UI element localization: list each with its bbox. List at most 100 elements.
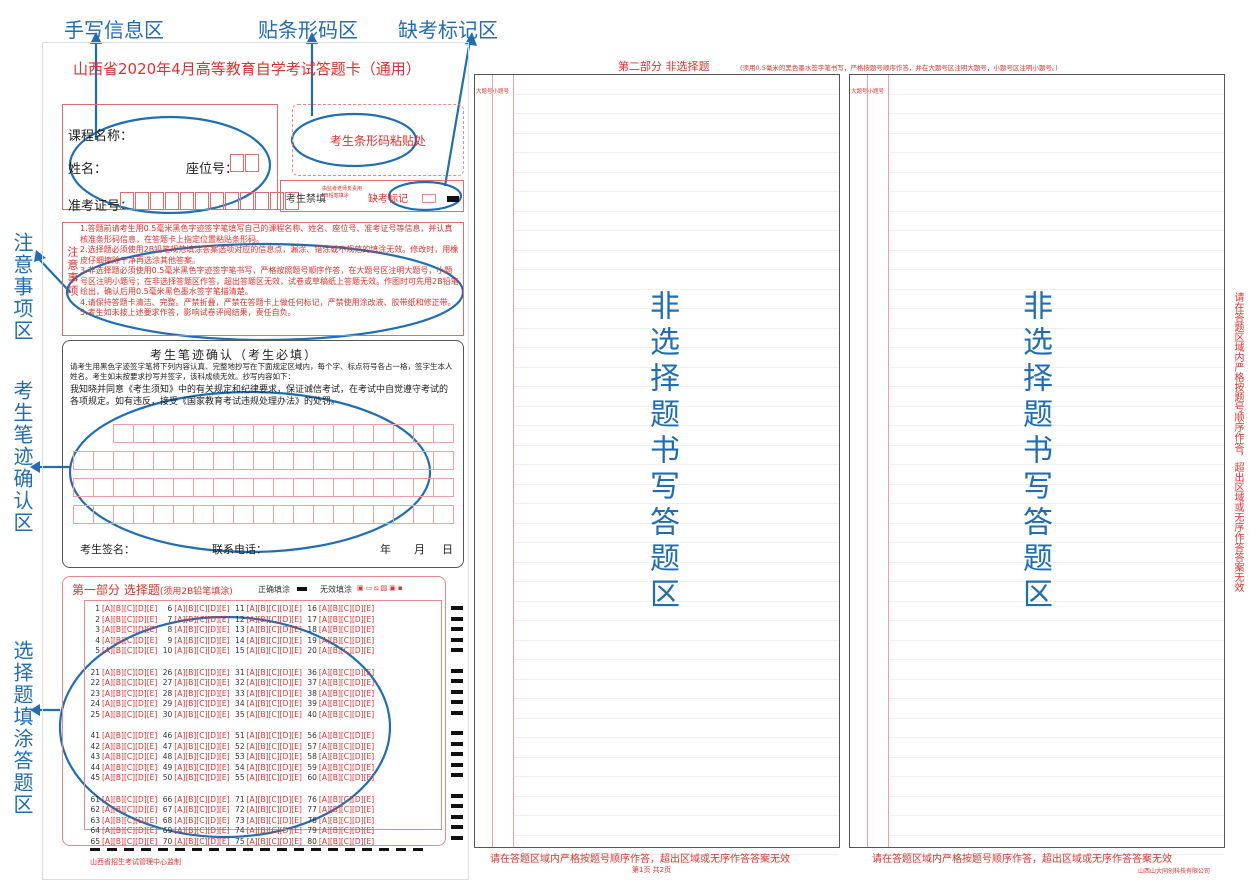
answer-options[interactable]: [A][B][C][D][E] bbox=[318, 815, 375, 825]
answer-options[interactable]: [A][B][C][D][E] bbox=[174, 625, 230, 634]
choice-row[interactable]: 61[A][B][C][D][E]66[A][B][C][D][E]71[A][… bbox=[88, 795, 448, 806]
answer-options[interactable]: [A][B][C][D][E] bbox=[174, 836, 230, 846]
choice-row[interactable]: 1[A][B][C][D][E]6[A][B][C][D][E]11[A][B]… bbox=[88, 604, 448, 615]
answer-options[interactable]: [A][B][C][D][E] bbox=[102, 667, 158, 677]
answer-options[interactable]: [A][B][C][D][E] bbox=[102, 688, 158, 698]
answer-options[interactable]: [A][B][C][D][E] bbox=[102, 678, 158, 687]
answer-options[interactable]: [A][B][C][D][E] bbox=[174, 699, 230, 708]
answer-options[interactable]: [A][B][C][D][E] bbox=[318, 826, 375, 835]
answer-options[interactable]: [A][B][C][D][E] bbox=[318, 762, 375, 772]
answer-options[interactable]: [A][B][C][D][E] bbox=[246, 815, 302, 825]
answer-options[interactable]: [A][B][C][D][E] bbox=[246, 688, 302, 698]
choice-row[interactable]: 24[A][B][C][D][E]29[A][B][C][D][E]34[A][… bbox=[88, 699, 448, 710]
answer-options[interactable]: [A][B][C][D][E] bbox=[174, 604, 230, 613]
answer-options[interactable]: [A][B][C][D][E] bbox=[102, 635, 158, 645]
choice-row[interactable]: 5[A][B][C][D][E]10[A][B][C][D][E]15[A][B… bbox=[88, 646, 448, 657]
choice-row[interactable]: 22[A][B][C][D][E]27[A][B][C][D][E]32[A][… bbox=[88, 678, 448, 689]
answer-options[interactable]: [A][B][C][D][E] bbox=[174, 646, 230, 655]
absent-mark-box[interactable] bbox=[422, 194, 436, 203]
answer-options[interactable]: [A][B][C][D][E] bbox=[318, 699, 375, 708]
answer-options[interactable]: [A][B][C][D][E] bbox=[102, 625, 158, 634]
answer-options[interactable]: [A][B][C][D][E] bbox=[174, 678, 230, 687]
answer-options[interactable]: [A][B][C][D][E] bbox=[318, 678, 375, 687]
answer-options[interactable]: [A][B][C][D][E] bbox=[102, 752, 158, 761]
answer-options[interactable]: [A][B][C][D][E] bbox=[318, 646, 375, 655]
answer-options[interactable]: [A][B][C][D][E] bbox=[102, 614, 158, 624]
answer-options[interactable]: [A][B][C][D][E] bbox=[246, 752, 302, 761]
answer-options[interactable]: [A][B][C][D][E] bbox=[174, 688, 230, 698]
answer-options[interactable]: [A][B][C][D][E] bbox=[102, 815, 158, 825]
answer-options[interactable]: [A][B][C][D][E] bbox=[102, 741, 158, 751]
answer-options[interactable]: [A][B][C][D][E] bbox=[102, 805, 158, 814]
choice-row[interactable]: 43[A][B][C][D][E]48[A][B][C][D][E]53[A][… bbox=[88, 752, 448, 763]
choice-row[interactable]: 2[A][B][C][D][E]7[A][B][C][D][E]12[A][B]… bbox=[88, 615, 448, 626]
answer-options[interactable]: [A][B][C][D][E] bbox=[174, 752, 230, 761]
answer-options[interactable]: [A][B][C][D][E] bbox=[246, 678, 302, 687]
answer-options[interactable]: [A][B][C][D][E] bbox=[318, 836, 375, 846]
seat-boxes[interactable] bbox=[230, 152, 260, 172]
answer-options[interactable]: [A][B][C][D][E] bbox=[246, 836, 302, 846]
answer-options[interactable]: [A][B][C][D][E] bbox=[246, 731, 302, 740]
answer-options[interactable]: [A][B][C][D][E] bbox=[318, 688, 375, 698]
answer-options[interactable]: [A][B][C][D][E] bbox=[174, 614, 230, 624]
answer-options[interactable]: [A][B][C][D][E] bbox=[318, 635, 375, 645]
answer-options[interactable]: [A][B][C][D][E] bbox=[174, 709, 230, 719]
exam-id-boxes[interactable] bbox=[120, 190, 300, 210]
choice-row[interactable]: 23[A][B][C][D][E]28[A][B][C][D][E]33[A][… bbox=[88, 689, 448, 700]
answer-options[interactable]: [A][B][C][D][E] bbox=[318, 773, 375, 782]
answer-options[interactable]: [A][B][C][D][E] bbox=[246, 604, 302, 613]
answer-options[interactable]: [A][B][C][D][E] bbox=[246, 805, 302, 814]
answer-options[interactable]: [A][B][C][D][E] bbox=[102, 699, 158, 708]
answer-options[interactable]: [A][B][C][D][E] bbox=[174, 762, 230, 772]
choice-row[interactable]: 3[A][B][C][D][E]8[A][B][C][D][E]13[A][B]… bbox=[88, 625, 448, 636]
answer-options[interactable]: [A][B][C][D][E] bbox=[318, 805, 375, 814]
answer-options[interactable]: [A][B][C][D][E] bbox=[318, 604, 375, 613]
answer-options[interactable]: [A][B][C][D][E] bbox=[318, 625, 375, 634]
answer-options[interactable]: [A][B][C][D][E] bbox=[318, 731, 375, 740]
answer-options[interactable]: [A][B][C][D][E] bbox=[174, 826, 230, 835]
choice-row[interactable]: 65[A][B][C][D][E]70[A][B][C][D][E]75[A][… bbox=[88, 837, 448, 848]
answer-options[interactable]: [A][B][C][D][E] bbox=[246, 762, 302, 772]
answer-options[interactable]: [A][B][C][D][E] bbox=[246, 635, 302, 645]
choice-row[interactable]: 25[A][B][C][D][E]30[A][B][C][D][E]35[A][… bbox=[88, 710, 448, 721]
answer-options[interactable]: [A][B][C][D][E] bbox=[318, 614, 375, 624]
answer-options[interactable]: [A][B][C][D][E] bbox=[102, 794, 158, 804]
answer-options[interactable]: [A][B][C][D][E] bbox=[318, 794, 375, 804]
answer-options[interactable]: [A][B][C][D][E] bbox=[246, 826, 302, 835]
choice-row[interactable]: 4[A][B][C][D][E]9[A][B][C][D][E]14[A][B]… bbox=[88, 636, 448, 647]
choice-row[interactable]: 64[A][B][C][D][E]69[A][B][C][D][E]74[A][… bbox=[88, 826, 448, 837]
choice-row[interactable]: 62[A][B][C][D][E]67[A][B][C][D][E]72[A][… bbox=[88, 805, 448, 816]
answer-options[interactable]: [A][B][C][D][E] bbox=[246, 699, 302, 708]
answer-options[interactable]: [A][B][C][D][E] bbox=[318, 709, 375, 719]
choice-row[interactable]: 44[A][B][C][D][E]49[A][B][C][D][E]54[A][… bbox=[88, 763, 448, 774]
answer-options[interactable]: [A][B][C][D][E] bbox=[246, 773, 302, 782]
answer-options[interactable]: [A][B][C][D][E] bbox=[246, 794, 302, 804]
answer-options[interactable]: [A][B][C][D][E] bbox=[102, 646, 158, 655]
answer-options[interactable]: [A][B][C][D][E] bbox=[318, 667, 375, 677]
choice-row[interactable]: 41[A][B][C][D][E]46[A][B][C][D][E]51[A][… bbox=[88, 731, 448, 742]
answer-options[interactable]: [A][B][C][D][E] bbox=[246, 614, 302, 624]
choice-row[interactable]: 21[A][B][C][D][E]26[A][B][C][D][E]31[A][… bbox=[88, 668, 448, 679]
choice-row[interactable]: 63[A][B][C][D][E]68[A][B][C][D][E]73[A][… bbox=[88, 816, 448, 827]
answer-options[interactable]: [A][B][C][D][E] bbox=[174, 741, 230, 751]
answer-options[interactable]: [A][B][C][D][E] bbox=[174, 731, 230, 740]
answer-options[interactable]: [A][B][C][D][E] bbox=[318, 752, 375, 761]
answer-options[interactable]: [A][B][C][D][E] bbox=[246, 646, 302, 655]
answer-options[interactable]: [A][B][C][D][E] bbox=[246, 709, 302, 719]
answer-options[interactable]: [A][B][C][D][E] bbox=[318, 741, 375, 751]
answer-options[interactable]: [A][B][C][D][E] bbox=[174, 667, 230, 677]
answer-area-1[interactable]: 大题号小题号 bbox=[474, 74, 840, 855]
answer-options[interactable]: [A][B][C][D][E] bbox=[174, 815, 230, 825]
handwriting-grid[interactable] bbox=[73, 424, 454, 524]
answer-options[interactable]: [A][B][C][D][E] bbox=[246, 741, 302, 751]
answer-options[interactable]: [A][B][C][D][E] bbox=[102, 604, 158, 613]
answer-options[interactable]: [A][B][C][D][E] bbox=[102, 773, 158, 782]
choice-row[interactable]: 42[A][B][C][D][E]47[A][B][C][D][E]52[A][… bbox=[88, 742, 448, 753]
answer-options[interactable]: [A][B][C][D][E] bbox=[102, 826, 158, 835]
answer-options[interactable]: [A][B][C][D][E] bbox=[102, 731, 158, 740]
answer-options[interactable]: [A][B][C][D][E] bbox=[174, 635, 230, 645]
answer-options[interactable]: [A][B][C][D][E] bbox=[174, 773, 230, 782]
answer-options[interactable]: [A][B][C][D][E] bbox=[102, 709, 158, 719]
answer-options[interactable]: [A][B][C][D][E] bbox=[174, 805, 230, 814]
answer-options[interactable]: [A][B][C][D][E] bbox=[102, 836, 158, 846]
